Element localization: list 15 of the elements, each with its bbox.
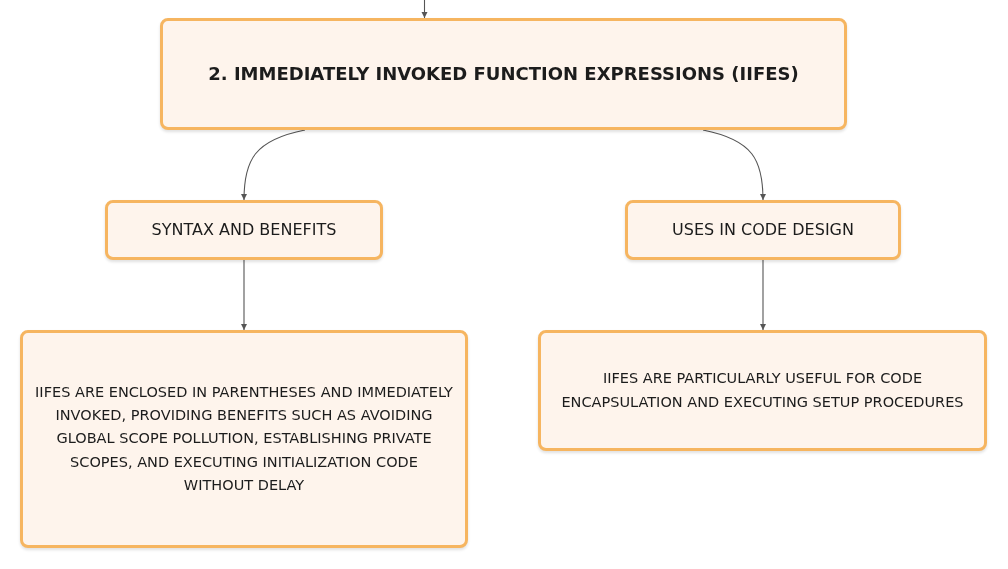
node-text: USES IN CODE DESIGN — [672, 219, 854, 241]
node-text: IIFES ARE ENCLOSED IN PARENTHESES AND IMMEDIATELY INVOKED, PROVIDING BENEFITS SUCH AS AVOIDING GLOBAL SCOPE POLLUTION, ESTABLISHING PRIVATE SCOPES, AND EXECUTING INITIALIZATION CODE WITHOUT DELAY — [35, 383, 453, 495]
connector-arrow — [760, 259, 766, 331]
node-text: SYNTAX AND BENEFITS — [151, 219, 337, 241]
connector-arrow — [241, 129, 306, 201]
description-box — [538, 330, 987, 451]
connector-arrow — [421, 0, 428, 19]
node-text: IIFES ARE PARTICULARLY USEFUL FOR CODE ENCAPSULATION AND EXECUTING SETUP PROCEDURES — [560, 369, 965, 412]
topic-box — [105, 200, 383, 260]
connector-arrow — [241, 259, 247, 331]
node-text: 2. IMMEDIATELY INVOKED FUNCTION EXPRESSIONS (IIFES) — [208, 61, 799, 86]
description-box — [20, 330, 468, 548]
title-box — [160, 18, 847, 130]
connector-arrow — [702, 129, 766, 201]
topic-box — [625, 200, 901, 260]
